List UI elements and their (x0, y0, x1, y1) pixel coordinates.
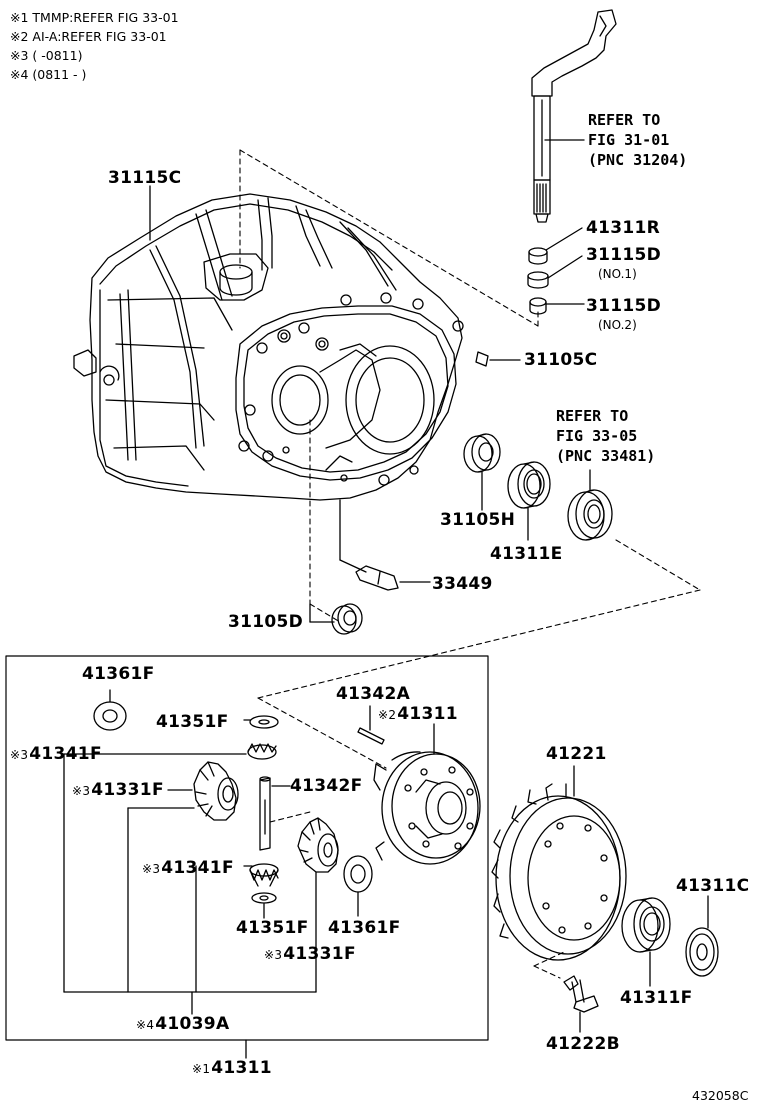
ring-gear-drawing (491, 783, 627, 961)
part-label-31105C[interactable]: 31105C (524, 350, 598, 370)
part-number: 41039A (155, 1014, 230, 1034)
kit-bracket-lines (63, 753, 317, 1015)
differential-case-drawing (373, 751, 481, 865)
part-label-41342A[interactable]: 41342A (336, 684, 411, 704)
bushings-drawing (527, 247, 549, 315)
part-number: 41331F (91, 780, 164, 800)
washer-bottom-drawing (251, 892, 277, 904)
ring-gear-bolt-drawing (563, 975, 599, 1013)
thrust-washer-right-drawing (343, 855, 373, 893)
part-label-41361F-right[interactable]: 41361F (328, 918, 401, 938)
note-4: ※4 (0811 - ) (10, 67, 87, 82)
part-sublabel-no1: (NO.1) (598, 267, 637, 281)
washer-small-drawing (249, 715, 279, 729)
part-label-41351F-bottom[interactable]: 41351F (236, 918, 309, 938)
side-gear-left-drawing (193, 761, 239, 821)
pin-drawing (475, 351, 489, 367)
part-label-41311-case[interactable]: ※241311 (378, 704, 458, 724)
reference-line: FIG 31-01 (588, 131, 670, 149)
thrust-washer-top-drawing (93, 701, 127, 731)
bearing-41311E-drawing (507, 461, 551, 509)
oil-seal-31105D-drawing (331, 603, 363, 635)
side-gear-right-drawing (297, 817, 339, 873)
part-label-41341F-top[interactable]: ※341341F (10, 744, 102, 764)
note-2: ※2 AI-A:REFER FIG 33-01 (10, 29, 167, 44)
pin-41342A-drawing (357, 727, 385, 745)
oil-seal-31105H-drawing (463, 433, 501, 473)
pinion-gear-top-drawing (247, 743, 277, 760)
part-label-41342F[interactable]: 41342F (290, 776, 363, 796)
part-number: 41331F (283, 944, 356, 964)
figure-id: 432058C (692, 1088, 749, 1103)
part-number: 41311 (211, 1058, 272, 1078)
part-label-41351F-top[interactable]: 41351F (156, 712, 229, 732)
note-mark: ※4 (136, 1018, 155, 1032)
differential-assembly-box (5, 655, 489, 1041)
part-number: 41341F (29, 744, 102, 764)
part-label-31115D-no2[interactable]: 31115D (586, 296, 662, 316)
oil-seal-33481-drawing (567, 489, 613, 541)
note-mark: ※3 (72, 784, 91, 798)
note-mark: ※3 (142, 862, 161, 876)
note-mark: ※1 (192, 1062, 211, 1076)
part-label-41331F-right[interactable]: ※341331F (264, 944, 356, 964)
part-label-31105H[interactable]: 31105H (440, 510, 516, 530)
transaxle-housing-drawing (73, 193, 464, 501)
part-label-41311R[interactable]: 41311R (586, 218, 661, 238)
part-label-31115C[interactable]: 31115C (108, 168, 182, 188)
reference-line: REFER TO (588, 111, 661, 129)
part-label-41341F-bottom[interactable]: ※341341F (142, 858, 234, 878)
bearing-41311F-drawing (621, 897, 671, 953)
part-label-41311E[interactable]: 41311E (490, 544, 563, 564)
part-label-41311F[interactable]: 41311F (620, 988, 693, 1008)
pinion-shaft-drawing (259, 776, 271, 851)
shift-lever-drawing (531, 9, 617, 223)
part-label-41361F-top[interactable]: 41361F (82, 664, 155, 684)
part-label-41221[interactable]: 41221 (546, 744, 607, 764)
part-label-33449[interactable]: 33449 (432, 574, 493, 594)
note-1: ※1 TMMP:REFER FIG 33-01 (10, 10, 179, 25)
reference-line: REFER TO (556, 407, 629, 425)
reference-line: (PNC 31204) (588, 151, 688, 169)
part-label-41039A[interactable]: ※441039A (136, 1014, 229, 1034)
reference-fig-31-01[interactable]: REFER TO FIG 31-01 (PNC 31204) (588, 110, 687, 170)
reference-fig-33-05[interactable]: REFER TO FIG 33-05 (PNC 33481) (556, 406, 655, 466)
reference-line: FIG 33-05 (556, 427, 638, 445)
part-label-31105D[interactable]: 31105D (228, 612, 304, 632)
reference-line: (PNC 33481) (556, 447, 656, 465)
part-label-41222B[interactable]: 41222B (546, 1034, 620, 1054)
note-3: ※3 ( -0811) (10, 48, 83, 63)
part-label-31115D-no1[interactable]: 31115D (586, 245, 662, 265)
part-number: 41341F (161, 858, 234, 878)
note-mark: ※3 (10, 748, 29, 762)
part-label-41311C[interactable]: 41311C (676, 876, 750, 896)
plate-33449-drawing (355, 565, 399, 591)
note-mark: ※3 (264, 948, 283, 962)
part-number: 41311 (397, 704, 458, 724)
part-sublabel-no2: (NO.2) (598, 318, 637, 332)
note-mark: ※2 (378, 708, 397, 722)
seal-41311C-drawing (685, 927, 719, 977)
part-label-41331F-left[interactable]: ※341331F (72, 780, 164, 800)
pinion-gear-bottom-drawing (249, 863, 279, 887)
part-label-41311-assembly[interactable]: ※141311 (192, 1058, 272, 1078)
